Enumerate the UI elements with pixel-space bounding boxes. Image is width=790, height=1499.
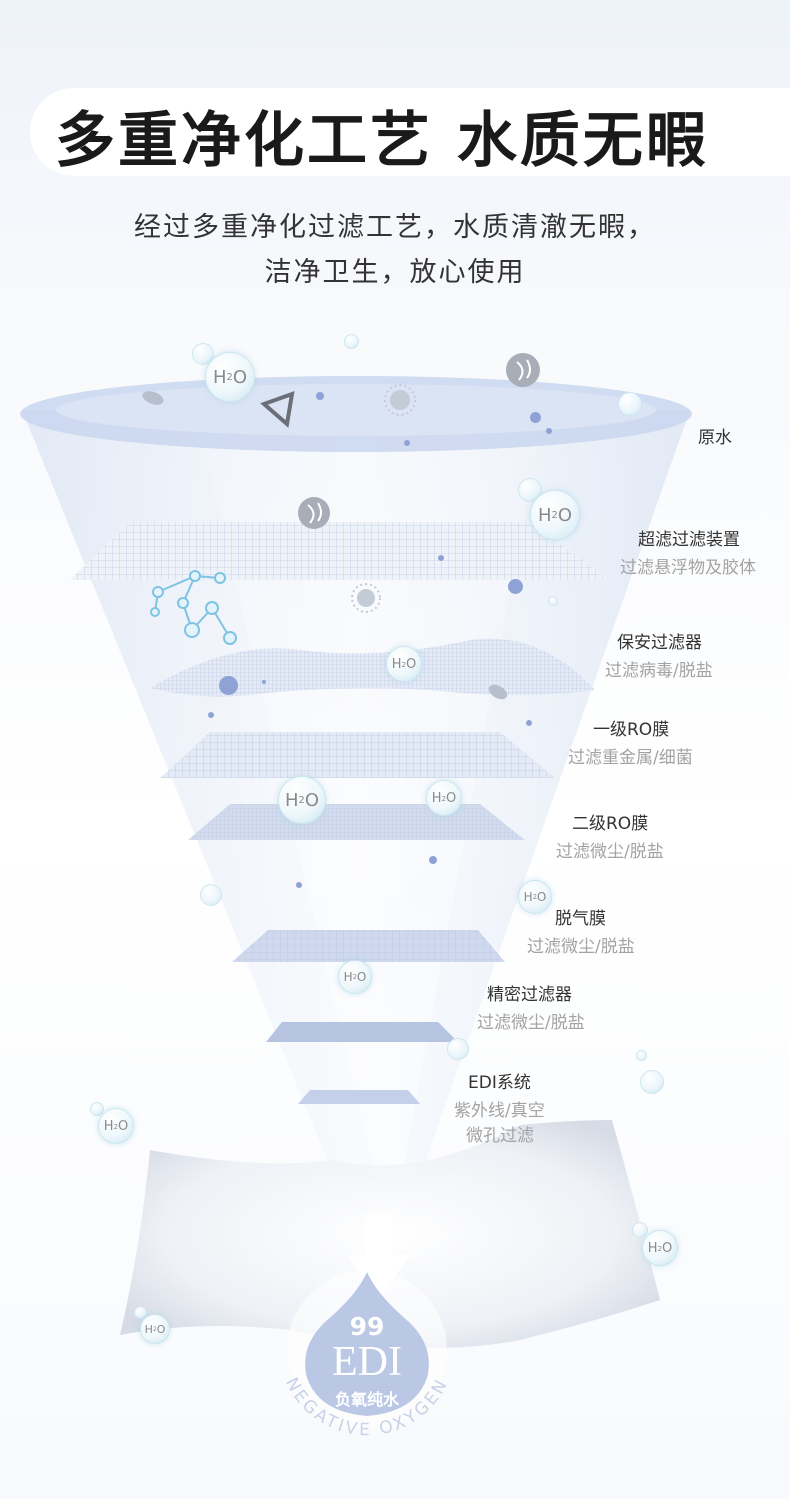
cell-icon [506, 353, 540, 387]
virus-icon [351, 583, 381, 613]
particle-dot [429, 856, 437, 864]
stage-desc-edi: 紫外线/真空 [454, 1101, 545, 1121]
bacteria-icon [488, 684, 508, 700]
title-banner [30, 88, 790, 176]
stage-label-degassing: 脱气膜 [555, 909, 606, 929]
subtitle-line-1: 经过多重净化过滤工艺，水质清澈无暇， [134, 212, 656, 243]
subtitle-line-2: 洁净卫生，放心使用 [264, 257, 526, 288]
particle-dot [262, 680, 266, 684]
stage-desc-security-filter: 过滤病毒/脱盐 [605, 661, 713, 681]
particle-dot [438, 555, 444, 561]
flow-arrow [348, 1215, 410, 1300]
triangle-particle-icon [260, 390, 295, 428]
virus-icon [384, 384, 416, 416]
stage-label-ultrafiltration: 超滤过滤装置 [638, 530, 740, 550]
water-bubble [632, 1222, 648, 1238]
layer-edi [298, 1090, 420, 1104]
particle-dot [526, 720, 532, 726]
badge-number: 99 [349, 1312, 385, 1341]
particle-dot [316, 392, 324, 400]
water-bubble [518, 478, 542, 502]
page-title: 多重净化工艺 水质无暇 [55, 106, 709, 176]
stage-label-security-filter: 保安过滤器 [617, 633, 702, 653]
water-bubble [90, 1102, 104, 1116]
layer-precision-filter [266, 1022, 458, 1042]
stage-desc-ro-1: 过滤重金属/细菌 [568, 748, 693, 768]
stage-label-ro-2: 二级RO膜 [572, 814, 649, 834]
bacteria-icon [142, 391, 164, 405]
badge-product: 负氧纯水 [334, 1390, 399, 1409]
particle-dot [546, 428, 552, 434]
stage-desc-ultrafiltration: 过滤悬浮物及胶体 [620, 558, 756, 578]
water-bubble [134, 1306, 147, 1319]
stage-desc-edi-line2: 微孔过滤 [466, 1126, 534, 1146]
stage-label-precision-filter: 精密过滤器 [487, 985, 572, 1005]
stage-desc-degassing: 过滤微尘/脱盐 [527, 937, 635, 957]
particle-dot [296, 882, 302, 888]
stage-label-raw-water: 原水 [698, 428, 732, 448]
stage-label-edi: EDI系统 [468, 1073, 531, 1093]
water-bubble [636, 1050, 647, 1061]
water-bubble [640, 1070, 664, 1094]
water-bubble [548, 596, 558, 606]
molecule-icon [150, 570, 237, 645]
badge-name: EDI [332, 1339, 402, 1385]
stage-desc-precision-filter: 过滤微尘/脱盐 [477, 1013, 585, 1033]
particle-dot [404, 440, 410, 446]
particle-dot [208, 712, 214, 718]
water-bubble [618, 392, 642, 416]
stage-label-ro-1: 一级RO膜 [593, 720, 670, 740]
water-bubble [192, 343, 214, 365]
water-bubble [447, 1038, 469, 1060]
stage-desc-ro-2: 过滤微尘/脱盐 [556, 842, 664, 862]
edi-badge [287, 1270, 447, 1430]
particle-dot [530, 412, 541, 423]
cell-icon [298, 497, 330, 529]
water-bubble [200, 884, 222, 906]
particle-dot [219, 676, 238, 695]
water-bubble [344, 334, 359, 349]
particle-dot [508, 579, 523, 594]
